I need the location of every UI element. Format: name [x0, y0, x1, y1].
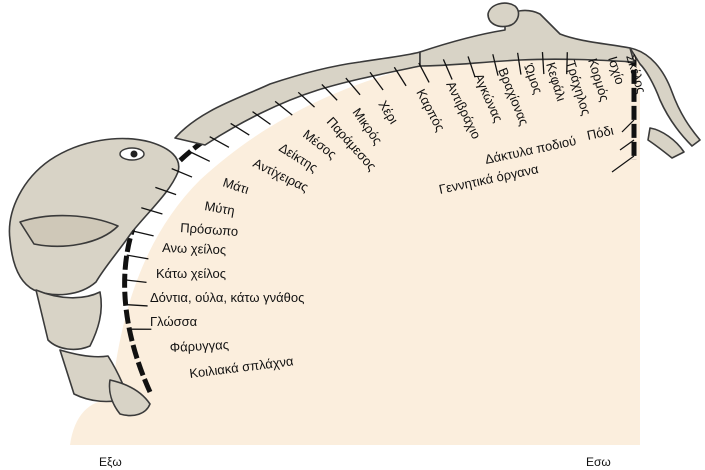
homunculus-torso — [420, 11, 634, 66]
cortex-tick — [132, 231, 153, 236]
cortex-tick — [231, 123, 250, 135]
label-tongue: Γλώσσα — [150, 314, 198, 329]
homunculus-pupil — [131, 151, 138, 158]
cortex-tick — [127, 255, 149, 259]
homunculus-head-top — [488, 3, 519, 26]
label-upper-lip: Ανω χείλος — [162, 240, 227, 257]
homunculus-foot — [648, 128, 684, 158]
inner-side-label: Εσω — [586, 455, 611, 469]
cortex-tick — [190, 152, 210, 162]
homunculus-jaw — [36, 290, 101, 349]
cortex-bottom-band — [70, 400, 640, 445]
outer-side-label: Εξω — [99, 455, 122, 469]
cortex-tick — [210, 137, 229, 148]
label-lower-lip: Κάτω χείλος — [156, 266, 226, 281]
label-pharynx: Φάρυγγας — [169, 337, 229, 355]
label-teeth-gums-jaw: Δόντια, ούλα, κάτω γνάθος — [150, 290, 304, 305]
